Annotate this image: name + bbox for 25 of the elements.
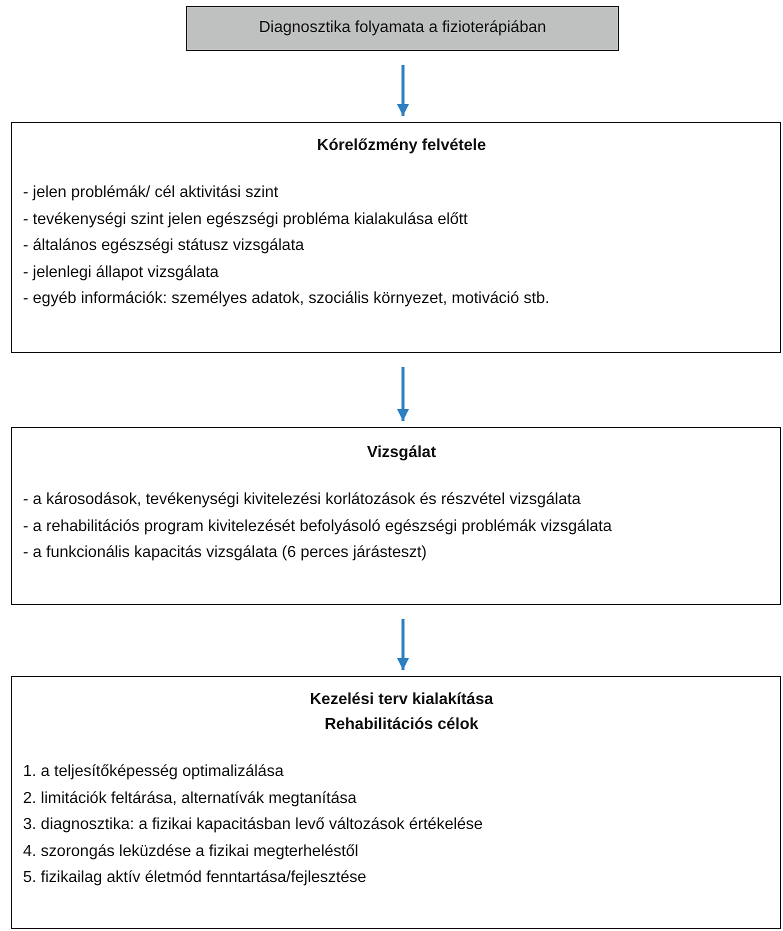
box-heading: Kórelőzmény felvétele: [317, 136, 486, 156]
process-box: [11, 122, 781, 353]
list-item: 5. fizikailag aktív életmód fenntartása/fejlesztése: [23, 868, 366, 888]
process-box: [11, 676, 781, 929]
list-item: - tevékenységi szint jelen egészségi probléma kialakulása előtt: [23, 210, 468, 230]
arrow: [397, 619, 409, 670]
list-item: 3. diagnosztika: a fizikai kapacitásban levő változások értékelése: [23, 815, 483, 835]
list-item: - egyéb információk: személyes adatok, szociális környezet, motiváció stb.: [23, 289, 550, 309]
list-item: - jelen problémák/ cél aktivitási szint: [23, 183, 278, 203]
list-item: 1. a teljesítőképesség optimalizálása: [23, 762, 284, 782]
list-item: - a rehabilitációs program kivitelezését befolyásoló egészségi problémák vizsgálata: [23, 516, 612, 536]
list-item: - a károsodások, tevékenységi kivitelezési korlátozások és részvétel vizsgálata: [23, 490, 581, 510]
list-item: - jelenlegi állapot vizsgálata: [23, 262, 219, 282]
list-item: 4. szorongás leküzdése a fizikai megterheléstől: [23, 842, 358, 862]
arrow: [397, 65, 409, 116]
process-box: [11, 427, 781, 605]
list-item: - általános egészségi státusz vizsgálata: [23, 236, 304, 256]
title-box: [186, 6, 619, 51]
arrow: [397, 367, 409, 421]
box-heading: Kezelési terv kialakítása: [310, 690, 494, 710]
box-heading: Rehabilitációs célok: [324, 715, 478, 735]
box-heading: Vizsgálat: [366, 443, 436, 463]
title-text: Diagnosztika folyamata a fizioterápiában: [258, 18, 546, 38]
list-item: - a funkcionális kapacitás vizsgálata (6 perces járásteszt): [23, 543, 427, 563]
list-item: 2. limitációk feltárása, alternatívák megtanítása: [23, 788, 356, 808]
